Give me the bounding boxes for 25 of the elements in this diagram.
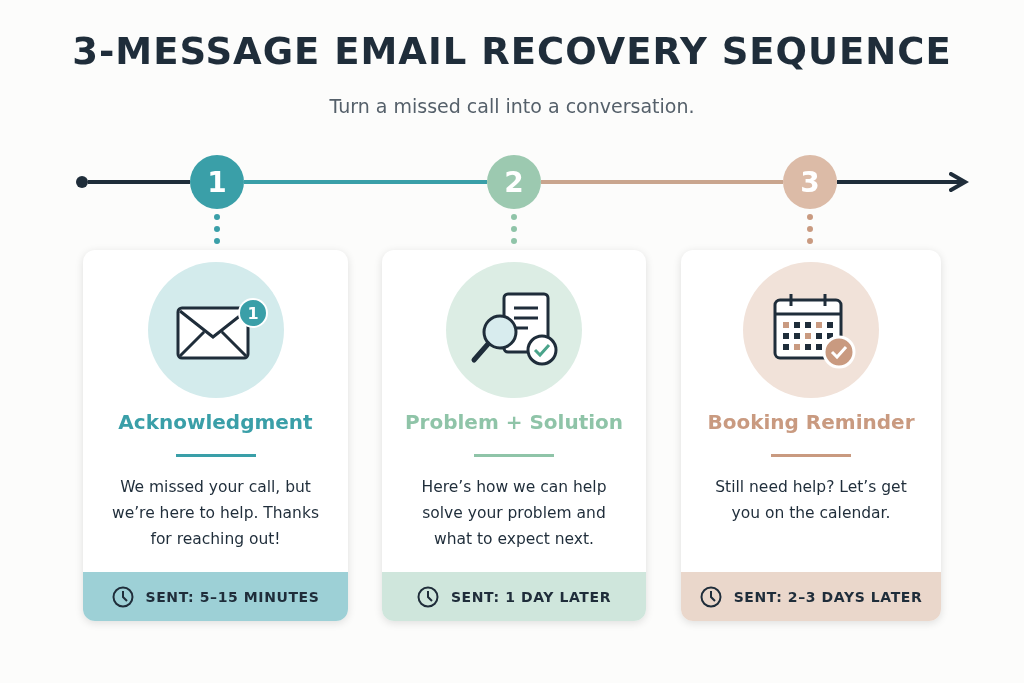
send-timing: SENT: 1 DAY LATER xyxy=(450,588,612,605)
timeline-line xyxy=(88,180,190,184)
start-dot xyxy=(76,176,88,188)
step-heading: Problem + Solution xyxy=(404,410,624,434)
step-card xyxy=(681,250,941,621)
step-heading: Acknowledgment xyxy=(118,410,313,434)
step-number-circle: 2 xyxy=(487,155,541,209)
step-description: We missed your call, but we’re here to help. Thanks for reaching out! xyxy=(111,477,320,550)
timeline-line xyxy=(244,180,487,184)
dotted-connector xyxy=(807,214,813,245)
step-number-circle: 1 xyxy=(190,155,244,209)
step-description: Here’s how we can help solve your problem and what to expect next. xyxy=(420,477,608,550)
send-timing: SENT: 2–3 DAYS LATER xyxy=(733,588,923,605)
timeline-line xyxy=(541,180,783,184)
step-description: Still need help? Let’s get you on the calendar. xyxy=(714,477,908,524)
dotted-connector xyxy=(214,214,220,245)
step-card xyxy=(83,250,348,621)
send-timing: SENT: 5–15 MINUTES xyxy=(145,588,320,605)
dotted-connector xyxy=(511,214,517,245)
step-number-circle: 3 xyxy=(783,155,837,209)
title: 3-MESSAGE EMAIL RECOVERY SEQUENCE xyxy=(71,30,953,73)
subtitle: Turn a missed call into a conversation. xyxy=(328,95,696,117)
timeline-arrow xyxy=(837,172,967,192)
step-heading: Booking Reminder xyxy=(707,410,915,434)
step-card xyxy=(382,250,646,621)
